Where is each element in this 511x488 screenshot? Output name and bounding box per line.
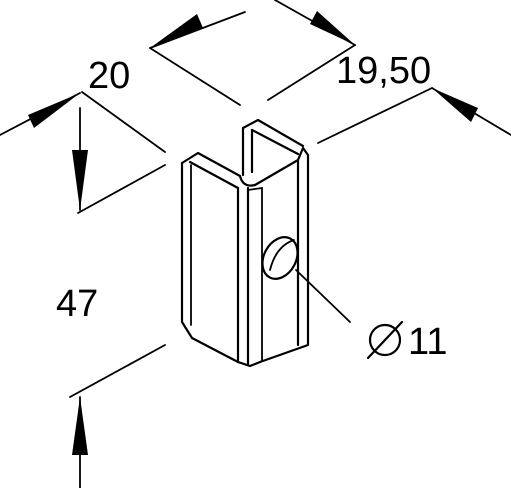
extension-line-depth-right <box>267 44 356 101</box>
fold-corner-top <box>238 174 257 187</box>
diameter-symbol-circle <box>368 323 402 357</box>
extension-line-depth-left <box>149 47 241 106</box>
front-bottom-corner <box>236 360 262 368</box>
right-face-top-join <box>247 187 263 191</box>
dimension-width: 20 <box>0 55 166 214</box>
left-flange-outline <box>180 161 240 364</box>
diameter-symbol <box>366 320 404 360</box>
extension-line-width-top <box>81 91 166 153</box>
rear-web-top-edge <box>241 118 305 148</box>
dim-depth-arrow-bottom <box>432 88 478 122</box>
height-label: 47 <box>56 283 98 325</box>
dim-width-arrow <box>28 93 80 128</box>
dim-height-arrow-bottom <box>72 397 88 455</box>
left-flange-inner-edge <box>188 160 240 190</box>
left-flange-top-edge <box>180 151 242 178</box>
rear-web-inner-top <box>250 128 300 156</box>
hole-outline <box>261 236 299 280</box>
hole-leader-line <box>295 269 351 323</box>
diameter-symbol-slash <box>366 320 404 360</box>
dimension-depth: 19,50 <box>149 0 511 144</box>
hole-inner-edge <box>269 239 295 271</box>
dim-depth-arrow-left <box>150 14 203 48</box>
bracket-part <box>180 118 310 368</box>
depth-label: 19,50 <box>336 50 431 92</box>
dim-depth-arrow-right <box>310 11 355 45</box>
dim-height-arrow-top <box>72 150 88 210</box>
dimension-height: 47 <box>56 107 166 488</box>
extension-line-depth-bottom <box>317 87 433 144</box>
hole-diameter-label: 11 <box>408 321 447 363</box>
right-face-outline <box>253 146 310 364</box>
extension-line-height-bottom <box>69 344 166 398</box>
width-label: 20 <box>88 55 130 97</box>
dimension-hole: 11 <box>295 269 447 363</box>
extension-line-width-bottom <box>77 164 166 214</box>
